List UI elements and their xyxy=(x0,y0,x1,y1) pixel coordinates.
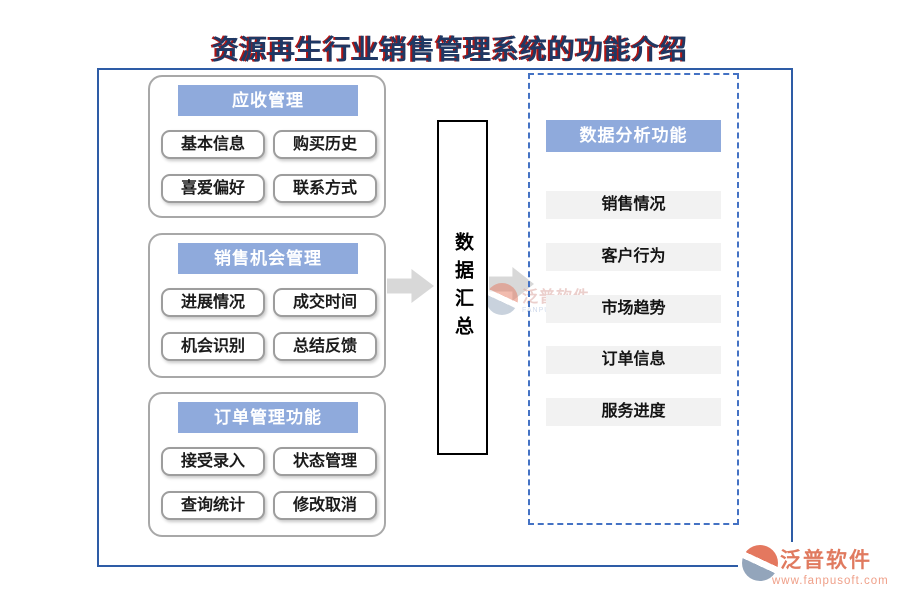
analysis-item-sales-status: 销售情况 xyxy=(546,191,721,219)
item-modify-cancel: 修改取消 xyxy=(273,491,377,520)
data-hub-box: 数据汇总 xyxy=(437,120,488,455)
item-basic-info: 基本信息 xyxy=(161,130,265,159)
item-summary-feedback: 总结反馈 xyxy=(273,332,377,361)
page-title: 资源再生行业销售管理系统的功能介绍 xyxy=(212,35,688,65)
item-status-manage: 状态管理 xyxy=(273,447,377,476)
item-accept-entry: 接受录入 xyxy=(161,447,265,476)
item-progress-status: 进展情况 xyxy=(161,288,265,317)
group-receivables: 应收管理 基本信息 购买历史 喜爱偏好 联系方式 xyxy=(148,75,386,218)
item-purchase-history: 购买历史 xyxy=(273,130,377,159)
item-contact-method: 联系方式 xyxy=(273,174,377,203)
group-order-management: 订单管理功能 接受录入 状态管理 查询统计 修改取消 xyxy=(148,392,386,537)
group-sales-opportunity: 销售机会管理 进展情况 成交时间 机会识别 总结反馈 xyxy=(148,233,386,378)
analysis-item-customer-behavior: 客户行为 xyxy=(546,243,721,271)
data-hub-label: 数据汇总 xyxy=(452,231,473,344)
group-order-management-header: 订单管理功能 xyxy=(178,402,358,433)
analysis-item-service-progress: 服务进度 xyxy=(546,398,721,426)
group-receivables-header: 应收管理 xyxy=(178,85,358,116)
item-preferences: 喜爱偏好 xyxy=(161,174,265,203)
item-opportunity-id: 机会识别 xyxy=(161,332,265,361)
item-deal-time: 成交时间 xyxy=(273,288,377,317)
item-query-stats: 查询统计 xyxy=(161,491,265,520)
analysis-panel-header: 数据分析功能 xyxy=(546,120,721,152)
brand-url: www.fanpusoft.com xyxy=(772,575,889,587)
analysis-item-market-trend: 市场趋势 xyxy=(546,295,721,323)
analysis-item-order-info: 订单信息 xyxy=(546,346,721,374)
fanpu-logo-icon xyxy=(742,545,778,581)
group-sales-opportunity-header: 销售机会管理 xyxy=(178,243,358,274)
brand-name: 泛普软件 xyxy=(780,549,872,572)
analysis-panel: 数据分析功能 销售情况 客户行为 市场趋势 订单信息 服务进度 xyxy=(528,73,739,525)
brand-logo: 泛普软件 www.fanpusoft.com xyxy=(738,542,889,592)
